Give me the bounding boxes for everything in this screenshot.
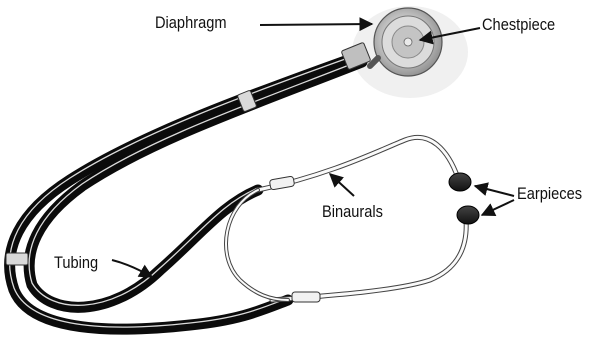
earpiece-top	[449, 173, 471, 191]
label-diaphragm: Diaphragm	[155, 14, 227, 31]
arrow-earpiece-bottom	[482, 200, 514, 215]
arrow-earpiece-top	[475, 186, 514, 196]
tubing	[10, 53, 362, 329]
earpiece-bottom	[457, 206, 479, 224]
label-earpieces: Earpieces	[517, 185, 582, 202]
arrow-tubing	[112, 260, 152, 277]
label-binaurals: Binaurals	[322, 203, 383, 220]
earpieces	[449, 173, 479, 224]
label-chestpiece: Chestpiece	[482, 16, 555, 33]
arrow-binaurals	[330, 174, 354, 196]
label-tubing: Tubing	[54, 254, 98, 271]
arrow-diaphragm	[260, 24, 372, 25]
